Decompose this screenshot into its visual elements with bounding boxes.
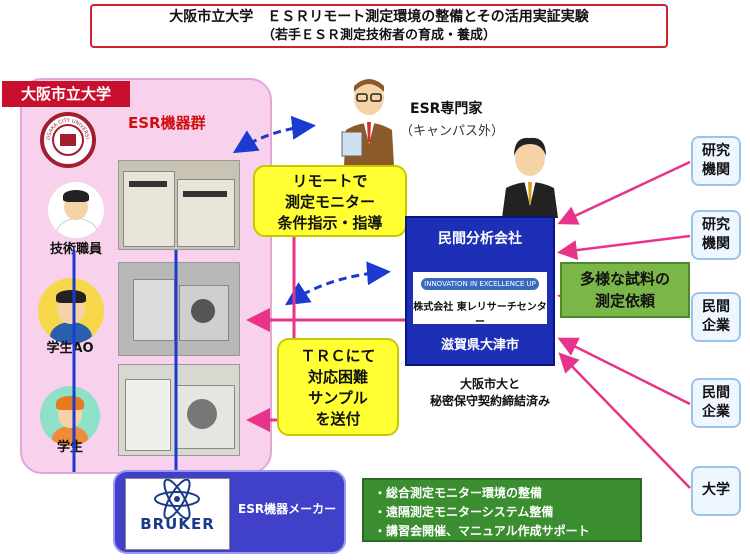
title-line-2: （若手ＥＳＲ測定技術者の育成・養成） xyxy=(261,28,496,43)
company-logo: INNOVATION IN EXCELLENCE UP 株式会社 東レリサーチセ… xyxy=(413,272,547,328)
businessman-figure-icon xyxy=(502,137,558,218)
client-arrow-4 xyxy=(557,337,691,406)
staff-avatar-icon xyxy=(48,182,104,238)
role-label-staff: 技術職員 xyxy=(49,242,102,257)
request-box: 多様な試料の 測定依頼 xyxy=(560,262,690,318)
trc-line-3: サンプル xyxy=(308,389,368,407)
role-label-student-ao: 学生AO xyxy=(46,341,94,356)
professor-figure-icon xyxy=(341,79,394,166)
client-4-line-2: 企業 xyxy=(702,404,730,420)
client-4-line-1: 民間 xyxy=(702,385,730,401)
client-5-line-1: 大学 xyxy=(702,482,730,498)
student-ao-avatar-icon xyxy=(38,278,104,344)
remote-line-2: 測定モニター xyxy=(284,193,375,211)
esr-equipment-photo-2 xyxy=(118,262,240,356)
bruker-name: BRUKER xyxy=(140,515,215,533)
university-seal-icon: OSAKA CITY UNIVERSITY xyxy=(40,112,96,168)
client-arrow-2 xyxy=(557,234,691,261)
contract-line-1: 大阪市大と xyxy=(459,377,520,391)
trc-line-2: 対応困難 xyxy=(307,368,368,386)
expert-title: ESR専門家 xyxy=(410,101,483,117)
trc-line-4: を送付 xyxy=(315,410,361,428)
bruker-logo: BRUKER xyxy=(125,478,230,550)
company-location: 滋賀県大津市 xyxy=(440,338,519,353)
company-header: 民間分析会社 xyxy=(438,231,522,247)
bruker-atom-logo-icon xyxy=(154,479,200,519)
client-research-institute-1: 研究 機関 xyxy=(691,136,741,186)
support-box: ・総合測定モニター環境の整備 ・遠隔測定モニターシステム整備 ・講習会開催、マニ… xyxy=(362,478,642,542)
dashed-arrow-expert xyxy=(232,115,316,154)
client-3-line-2: 企業 xyxy=(702,318,730,334)
remote-callout: リモートで 測定モニター 条件指示・指導 xyxy=(253,165,407,237)
remote-line-1: リモートで xyxy=(292,172,368,190)
trc-line-1: ＴＲＣにて xyxy=(300,347,376,365)
esr-equipment-photo-1 xyxy=(118,160,240,250)
client-arrow-5 xyxy=(558,352,691,489)
university-label: 大阪市立大学 xyxy=(2,81,130,107)
maker-label: ESR機器メーカー xyxy=(238,502,337,516)
request-line-2: 測定依頼 xyxy=(594,292,655,310)
support-item-2: ・遠隔測定モニターシステム整備 xyxy=(374,505,554,519)
contract-note: 大阪市大と 秘密保守契約締結済み xyxy=(405,376,575,410)
title-line-1: 大阪市立大学 ＥＳＲリモート測定環境の整備とその活用実証実験 xyxy=(169,9,589,25)
client-arrow-1 xyxy=(557,160,691,225)
company-tagline: INNOVATION IN EXCELLENCE UP xyxy=(424,280,536,288)
support-item-1: ・総合測定モニター環境の整備 xyxy=(374,486,543,500)
support-item-3: ・講習会開催、マニュアル作成サポート xyxy=(374,524,590,538)
esr-equipment-photo-3 xyxy=(118,364,240,456)
client-1-line-2: 機関 xyxy=(702,162,730,178)
remote-line-3: 条件指示・指導 xyxy=(277,214,383,232)
company-name: 株式会社 東レリサーチセンター xyxy=(413,302,547,328)
student-avatar-icon xyxy=(40,386,100,446)
client-2-line-1: 研究 xyxy=(702,217,730,233)
dashed-arrow-company xyxy=(284,261,391,306)
role-label-student: 学生 xyxy=(56,440,83,455)
company-box: 民間分析会社 INNOVATION IN EXCELLENCE UP 株式会社 … xyxy=(405,216,555,366)
client-university: 大学 xyxy=(691,466,741,516)
client-1-line-1: 研究 xyxy=(702,143,730,159)
client-private-company-1: 民間 企業 xyxy=(691,292,741,342)
trc-callout: ＴＲＣにて 対応困難 サンプル を送付 xyxy=(277,338,399,436)
expert-subtitle: （キャンパス外） xyxy=(400,124,505,139)
client-3-line-1: 民間 xyxy=(702,299,730,315)
title-box: 大阪市立大学 ＥＳＲリモート測定環境の整備とその活用実証実験 （若手ＥＳＲ測定技… xyxy=(90,4,668,48)
esr-equipment-label: ESR機器群 xyxy=(128,114,206,132)
client-private-company-2: 民間 企業 xyxy=(691,378,741,428)
contract-line-2: 秘密保守契約締結済み xyxy=(429,394,550,408)
client-2-line-2: 機関 xyxy=(702,236,730,252)
client-research-institute-2: 研究 機関 xyxy=(691,210,741,260)
request-line-1: 多様な試料の xyxy=(579,270,670,288)
